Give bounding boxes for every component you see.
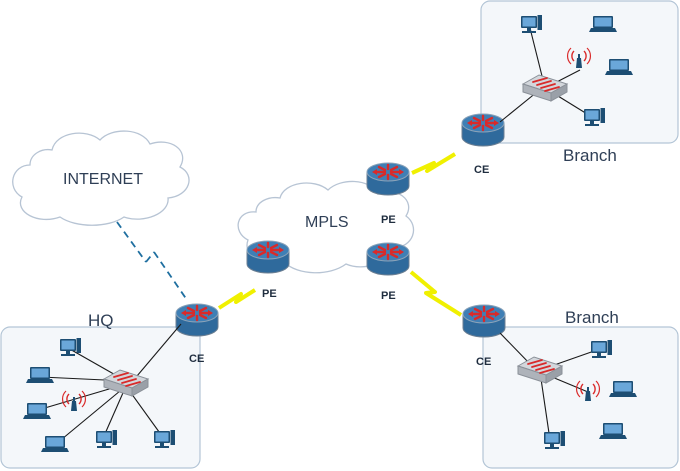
pe-router-top-icon[interactable] xyxy=(365,161,411,197)
internet-cloud xyxy=(12,130,190,226)
ce-branch-top-label: CE xyxy=(474,164,490,176)
branch-bottom-site-box xyxy=(482,326,679,469)
pe-left-label: PE xyxy=(262,288,277,300)
pe-router-left-icon[interactable] xyxy=(245,239,291,275)
internet-link xyxy=(116,221,188,301)
wan-link-hq xyxy=(217,288,257,310)
branch-top-laptop-2-icon[interactable] xyxy=(605,59,633,75)
internet-label: INTERNET xyxy=(63,171,143,188)
mpls-label: MPLS xyxy=(305,214,349,231)
branch-top-site-box xyxy=(480,0,679,144)
hq-site-box xyxy=(0,326,201,469)
ce-branch-bottom-label: CE xyxy=(476,356,492,368)
branch-bottom-laptop-1-icon[interactable] xyxy=(609,381,637,397)
pe-bottom-label: PE xyxy=(381,290,396,302)
hq-laptop-2-icon[interactable] xyxy=(23,403,51,419)
hq-laptop-1-icon[interactable] xyxy=(26,367,54,383)
branch-top-laptop-1-icon[interactable] xyxy=(589,16,617,32)
hq-lan-links xyxy=(37,323,182,445)
branch-bottom-laptop-2-icon[interactable] xyxy=(599,423,627,439)
ce-hq-label: CE xyxy=(189,353,205,365)
ce-router-branch-bottom-icon[interactable] xyxy=(461,303,507,339)
wan-link-branch-top xyxy=(411,152,457,175)
pe-router-bottom-icon[interactable] xyxy=(365,241,411,277)
branch-bottom-label: Branch xyxy=(565,308,619,327)
hq-label: HQ xyxy=(88,311,114,330)
ce-router-branch-top-icon[interactable] xyxy=(460,112,506,148)
branch-top-label: Branch xyxy=(563,146,617,165)
ce-router-hq-icon[interactable] xyxy=(174,302,220,338)
wan-link-branch-bottom xyxy=(409,270,463,317)
hq-laptop-3-icon[interactable] xyxy=(41,436,69,452)
pe-top-label: PE xyxy=(381,214,396,226)
